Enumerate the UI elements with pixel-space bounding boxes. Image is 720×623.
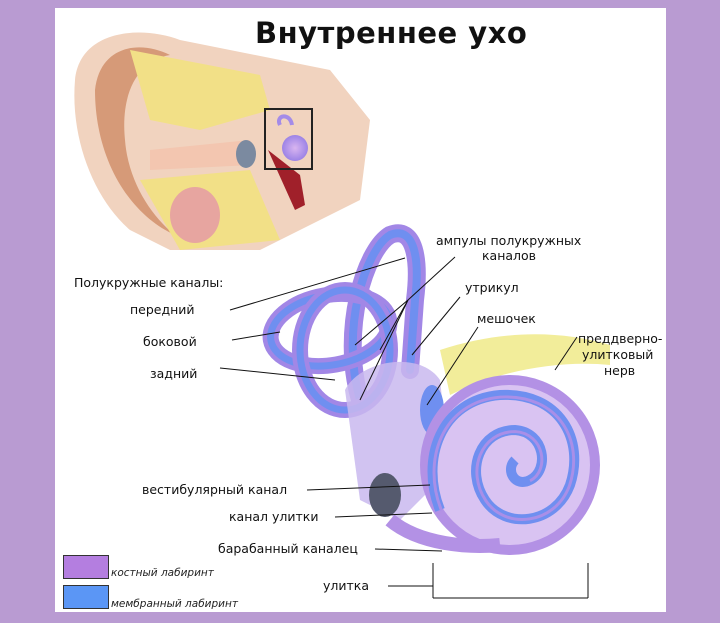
- label-anterior-canal: передний: [130, 302, 195, 317]
- label-lateral-canal: боковой: [143, 334, 197, 349]
- label-nerve-3: нерв: [604, 363, 636, 378]
- page-title: Внутреннее ухо: [255, 16, 528, 50]
- label-cochlea: улитка: [323, 578, 370, 593]
- legend-swatch-membranous: [63, 585, 109, 609]
- label-nerve-2: улитковый: [582, 347, 654, 362]
- label-ampullae-2: каналов: [482, 248, 537, 263]
- label-canals-heading: Полукружные каналы:: [74, 275, 224, 290]
- label-cochlear-duct: канал улитки: [229, 509, 319, 524]
- label-vestibular-canal: вестибулярный канал: [142, 482, 288, 497]
- label-posterior-canal: задний: [150, 366, 198, 381]
- legend-swatch-bony: [63, 555, 109, 579]
- label-nerve-1: преддверно-: [578, 331, 663, 346]
- label-tympanic-canal: барабанный каналец: [218, 541, 358, 556]
- semicircular-canals: [262, 224, 426, 418]
- legend-label-membranous: мембранный лабиринт: [111, 598, 238, 610]
- leader-lines: [219, 256, 589, 599]
- cochlea: [385, 375, 600, 555]
- label-ampullae: ампулы полукружных: [436, 233, 582, 248]
- outer-ear-image: [74, 32, 370, 250]
- label-saccule: мешочек: [477, 311, 536, 326]
- label-utricle: утрикул: [465, 280, 519, 295]
- oval-window: [369, 473, 401, 517]
- legend-label-bony: костный лабиринт: [111, 567, 214, 579]
